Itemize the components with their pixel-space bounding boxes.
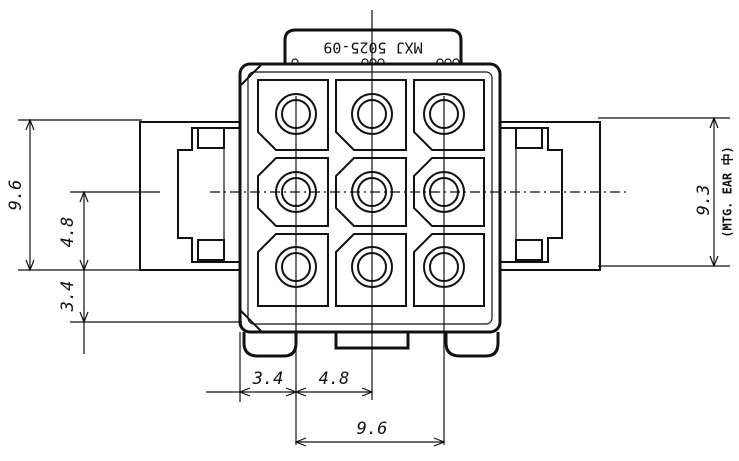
cavity-9 bbox=[413, 233, 485, 307]
foot-right bbox=[444, 332, 500, 358]
dim-bottom-pitch: 4.8 bbox=[319, 369, 350, 389]
cavity-2 bbox=[335, 79, 407, 151]
dim-bottom-offset: 3.4 bbox=[252, 369, 284, 389]
housing-inner bbox=[247, 71, 493, 325]
left-dimensions bbox=[18, 118, 242, 354]
cavity-7 bbox=[257, 233, 329, 307]
mounting-ear-left bbox=[139, 121, 241, 271]
dim-right-ear: 9.3 bbox=[694, 185, 714, 216]
cavity-grid bbox=[257, 79, 485, 307]
corner-chamfer-tl bbox=[239, 63, 263, 87]
bottom-dimensions bbox=[206, 332, 446, 447]
dim-left-overall: 9.6 bbox=[6, 180, 26, 211]
mounting-ear-note: (MTG. EAR 中) bbox=[720, 146, 735, 237]
dim-bottom-overall: 9.6 bbox=[357, 419, 388, 439]
cavity-3 bbox=[413, 79, 485, 151]
part-label: MXJ 5025-09 bbox=[323, 39, 422, 57]
mounting-ear-right bbox=[499, 121, 601, 271]
dim-left-offset: 3.4 bbox=[58, 281, 78, 313]
right-dimensions bbox=[598, 116, 730, 268]
top-latch bbox=[283, 28, 463, 64]
corner-chamfer-bl bbox=[239, 309, 263, 333]
dim-left-pitch: 4.8 bbox=[58, 217, 78, 248]
foot-left bbox=[242, 332, 298, 358]
cavity-1 bbox=[257, 79, 329, 151]
center-lines bbox=[100, 10, 630, 445]
cavity-8 bbox=[335, 233, 407, 307]
